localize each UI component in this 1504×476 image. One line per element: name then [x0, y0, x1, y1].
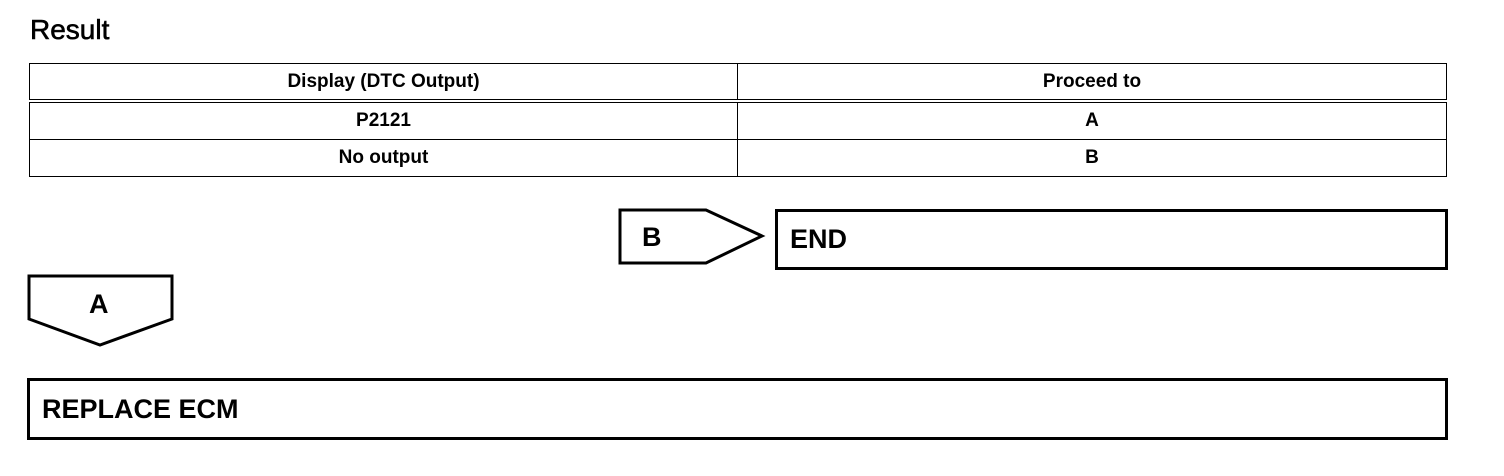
- cell-display: P2121: [29, 100, 738, 140]
- branch-a-down-shape: [27, 274, 174, 347]
- section-title: Result: [30, 14, 110, 46]
- table-header-row: Display (DTC Output) Proceed to: [29, 63, 1447, 103]
- table-row: P2121 A: [29, 100, 1447, 140]
- end-box: END: [775, 209, 1448, 270]
- branch-b-arrow-shape: [618, 208, 766, 265]
- cell-proceed: B: [737, 139, 1447, 177]
- table-row: No output B: [29, 139, 1447, 177]
- result-table: Display (DTC Output) Proceed to P2121 A …: [29, 63, 1447, 177]
- cell-proceed: A: [737, 100, 1447, 140]
- branch-b-label: B: [642, 222, 662, 252]
- replace-ecm-box: REPLACE ECM: [27, 378, 1448, 440]
- column-header-display: Display (DTC Output): [29, 63, 738, 103]
- column-header-proceed: Proceed to: [737, 63, 1447, 103]
- branch-a-label: A: [89, 289, 109, 319]
- cell-display: No output: [29, 139, 738, 177]
